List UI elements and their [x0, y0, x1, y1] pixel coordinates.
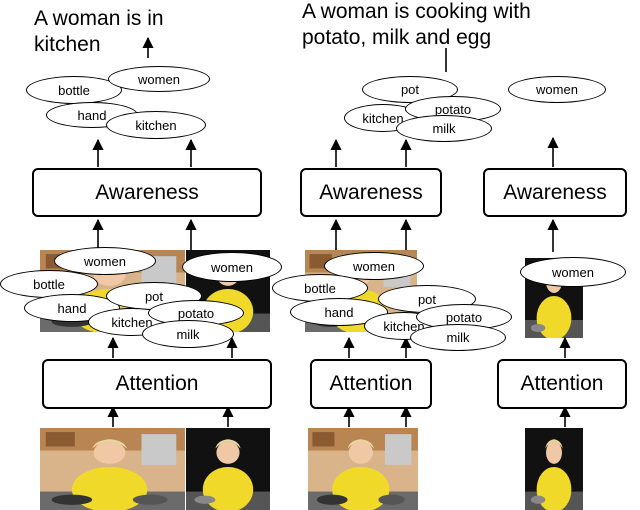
concept-women: women: [508, 76, 606, 103]
concept-women: women: [182, 252, 282, 282]
caption-left: A woman is in kitchen: [34, 7, 164, 56]
attention-box: Attention: [497, 359, 627, 409]
concept-women: women: [54, 247, 156, 275]
concept-women: women: [108, 66, 210, 92]
awareness-box: Awareness: [32, 168, 262, 217]
input-photo-dark-2: [525, 428, 583, 510]
input-photo-kitchen-2: [308, 428, 418, 510]
caption-right: A woman is cooking with potato, milk and…: [302, 0, 531, 49]
input-photo-kitchen-1: [40, 428, 185, 510]
concept-milk: milk: [396, 115, 492, 142]
concept-milk: milk: [410, 324, 506, 351]
concept-bottle: bottle: [0, 270, 98, 298]
concept-kitchen: kitchen: [106, 111, 206, 139]
attention-box: Attention: [310, 359, 432, 409]
awareness-box: Awareness: [483, 168, 627, 217]
concept-milk: milk: [142, 320, 234, 348]
concept-bottle: bottle: [26, 76, 122, 104]
concept-women: women: [520, 257, 626, 287]
attention-box: Attention: [42, 359, 272, 409]
input-photo-dark-1: [186, 428, 270, 510]
awareness-box: Awareness: [300, 168, 442, 217]
